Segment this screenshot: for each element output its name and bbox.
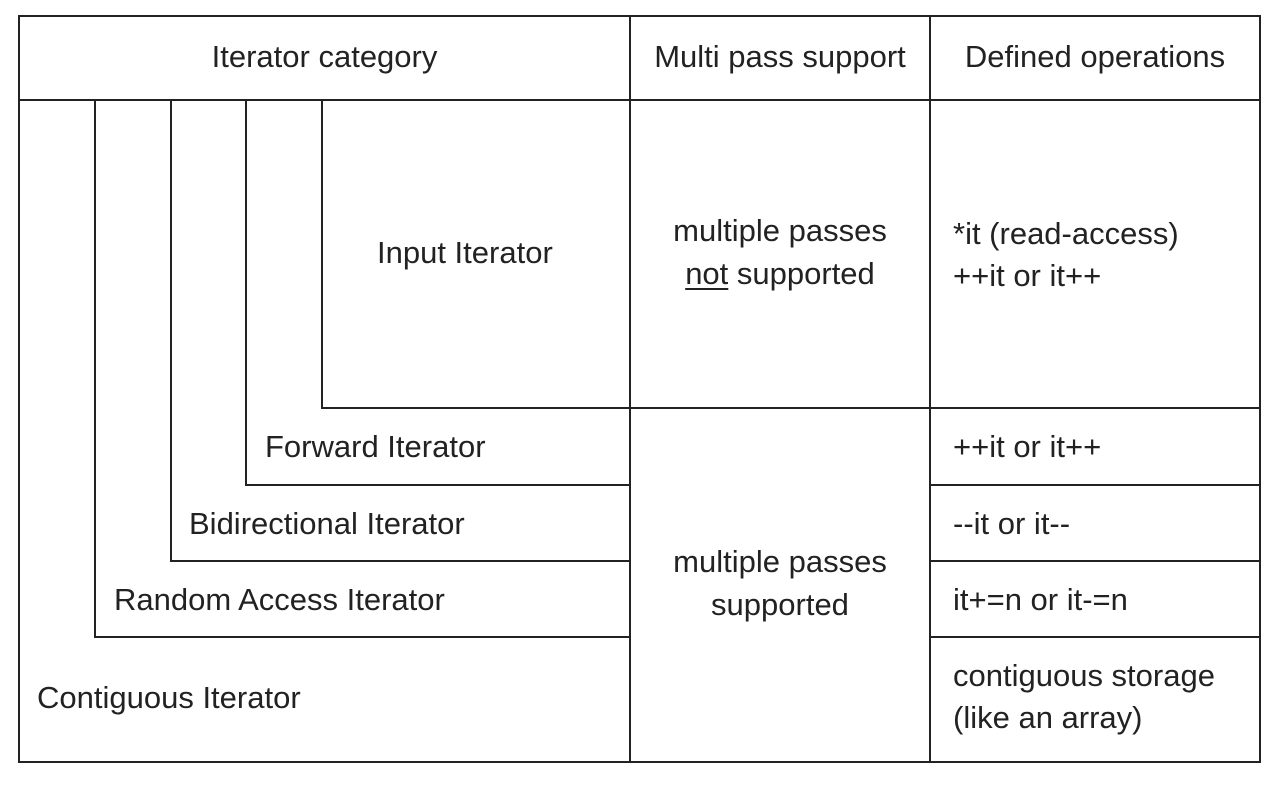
- bracket-forward: [245, 100, 630, 486]
- category-random-access-iterator: Random Access Iterator: [114, 582, 445, 617]
- header-iterator-category: Iterator category: [211, 39, 438, 74]
- multipass-not-underlined: not: [685, 256, 729, 291]
- header-defined-operations: Defined operations: [964, 39, 1226, 74]
- category-bidirectional-iterator: Bidirectional Iterator: [189, 506, 465, 541]
- bracket-random-access: [94, 100, 630, 638]
- ops-contiguous-line1: contiguous storage: [953, 658, 1215, 693]
- multipass-input-line2: not supported: [630, 254, 930, 294]
- ops-bidirectional: --it or it--: [953, 506, 1071, 541]
- multipass-others-line1: multiple passes: [673, 544, 887, 579]
- ops-forward: ++it or it++: [953, 429, 1102, 464]
- category-forward-iterator: Forward Iterator: [265, 429, 486, 464]
- ops-contiguous-line2: (like an array): [953, 700, 1143, 735]
- ops-input-line2: ++it or it++: [953, 258, 1102, 293]
- ops-input-line1: *it (read-access): [953, 216, 1179, 251]
- bracket-input: [321, 100, 630, 409]
- multipass-others-line2: supported: [711, 587, 849, 622]
- multipass-supported-text: supported: [728, 256, 875, 291]
- category-input-iterator: Input Iterator: [377, 235, 553, 270]
- header-multi-pass-support: Multi pass support: [654, 39, 906, 74]
- bracket-bidirectional: [170, 100, 630, 562]
- multipass-input-line1: multiple passes: [673, 213, 887, 248]
- ops-random-access: it+=n or it-=n: [953, 582, 1128, 617]
- category-contiguous-iterator: Contiguous Iterator: [37, 680, 301, 715]
- table-border: [18, 15, 1261, 763]
